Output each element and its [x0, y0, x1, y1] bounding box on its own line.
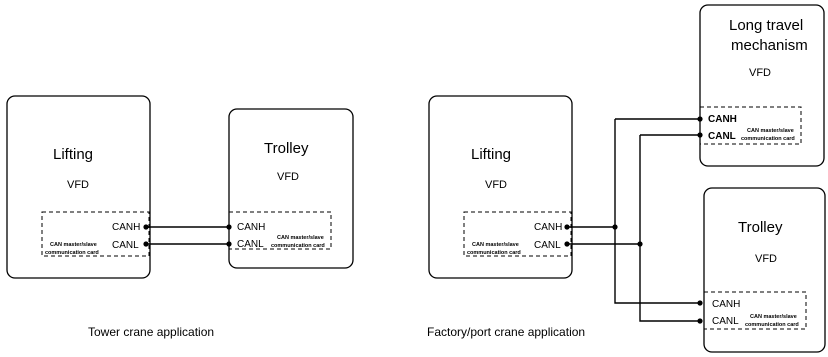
trolley-title: Trolley [264, 140, 309, 157]
factory-lifting-can-card [463, 211, 572, 257]
long-travel-title-2: mechanism [731, 37, 808, 54]
long-travel-vfd-label: VFD [749, 67, 771, 79]
factory-trolley-can-card [703, 291, 807, 330]
factory-trolley-card-label-1: CAN master/slave [750, 314, 797, 320]
lifting-canh-label: CANH [112, 222, 140, 233]
factory-crane-diagram: Lifting VFD CANH CANL CAN master/slave c… [427, 4, 826, 353]
lifting-box-outline [6, 95, 151, 279]
trolley-vfd-box: Trolley VFD CANH CANL CAN master/slave c… [228, 108, 354, 269]
factory-lifting-vfd-label: VFD [485, 179, 507, 191]
trolley-can-card [228, 211, 332, 250]
tower-canh-node-left [143, 224, 149, 230]
factory-trolley-card-label-2: communication card [745, 322, 799, 328]
long-travel-vfd-box: Long travel mechanism VFD CANH CANL CAN … [699, 4, 825, 167]
lifting-can-card [41, 211, 150, 257]
factory-trolley-vfd-label: VFD [755, 253, 777, 265]
tower-crane-diagram: Lifting VFD CANH CANL CAN master/slave c… [6, 95, 354, 339]
factory-trolley-vfd-box: Trolley VFD CANH CANL CAN master/slave c… [703, 187, 826, 353]
factory-trolley-box-outline [703, 187, 826, 353]
long-travel-canl-label: CANL [708, 131, 736, 142]
factory-canh-node-trolley [697, 300, 703, 306]
factory-lifting-title: Lifting [471, 146, 511, 163]
lifting-title: Lifting [53, 146, 93, 163]
factory-canl-node-lifting [564, 241, 570, 247]
tower-canl-node-right [226, 241, 232, 247]
long-travel-canh-label: CANH [708, 114, 737, 125]
long-travel-card-label-2: communication card [741, 136, 795, 142]
lifting-card-label-1: CAN master/slave [50, 242, 97, 248]
long-travel-title-1: Long travel [729, 17, 803, 34]
lifting-vfd-box: Lifting VFD CANH CANL CAN master/slave c… [6, 95, 151, 279]
trolley-box-outline [228, 108, 354, 269]
tower-canh-node-right [226, 224, 232, 230]
factory-trolley-title: Trolley [738, 219, 783, 236]
factory-canh-node-long-travel [697, 116, 703, 122]
factory-lifting-card-label-2: communication card [467, 250, 521, 256]
factory-lifting-card-label-1: CAN master/slave [472, 242, 519, 248]
factory-lifting-canl-label: CANL [534, 240, 561, 251]
factory-crane-caption: Factory/port crane application [427, 325, 585, 339]
trolley-vfd-label: VFD [277, 171, 299, 183]
factory-trolley-canl-label: CANL [712, 316, 739, 327]
factory-canl-junction [637, 241, 643, 247]
trolley-canh-label: CANH [237, 222, 265, 233]
factory-lifting-vfd-box: Lifting VFD CANH CANL CAN master/slave c… [428, 95, 573, 279]
trolley-card-label-1: CAN master/slave [277, 235, 324, 241]
factory-lifting-box-outline [428, 95, 573, 279]
factory-lifting-canh-label: CANH [534, 222, 562, 233]
lifting-vfd-label: VFD [67, 179, 89, 191]
trolley-card-label-2: communication card [271, 243, 325, 249]
long-travel-can-card [699, 106, 802, 145]
factory-canl-bus-vertical [639, 135, 700, 322]
lifting-canl-label: CANL [112, 240, 139, 251]
factory-canh-bus-vertical [614, 119, 700, 304]
factory-canh-node-lifting [564, 224, 570, 230]
tower-crane-caption: Tower crane application [88, 325, 214, 339]
factory-canl-node-trolley [697, 318, 703, 324]
factory-canh-junction [612, 224, 618, 230]
trolley-canl-label: CANL [237, 239, 264, 250]
factory-trolley-canh-label: CANH [712, 299, 740, 310]
long-travel-card-label-1: CAN master/slave [747, 128, 794, 134]
long-travel-box-outline [699, 4, 825, 167]
tower-canl-node-left [143, 241, 149, 247]
lifting-card-label-2: communication card [45, 250, 99, 256]
factory-canl-node-long-travel [697, 132, 703, 138]
